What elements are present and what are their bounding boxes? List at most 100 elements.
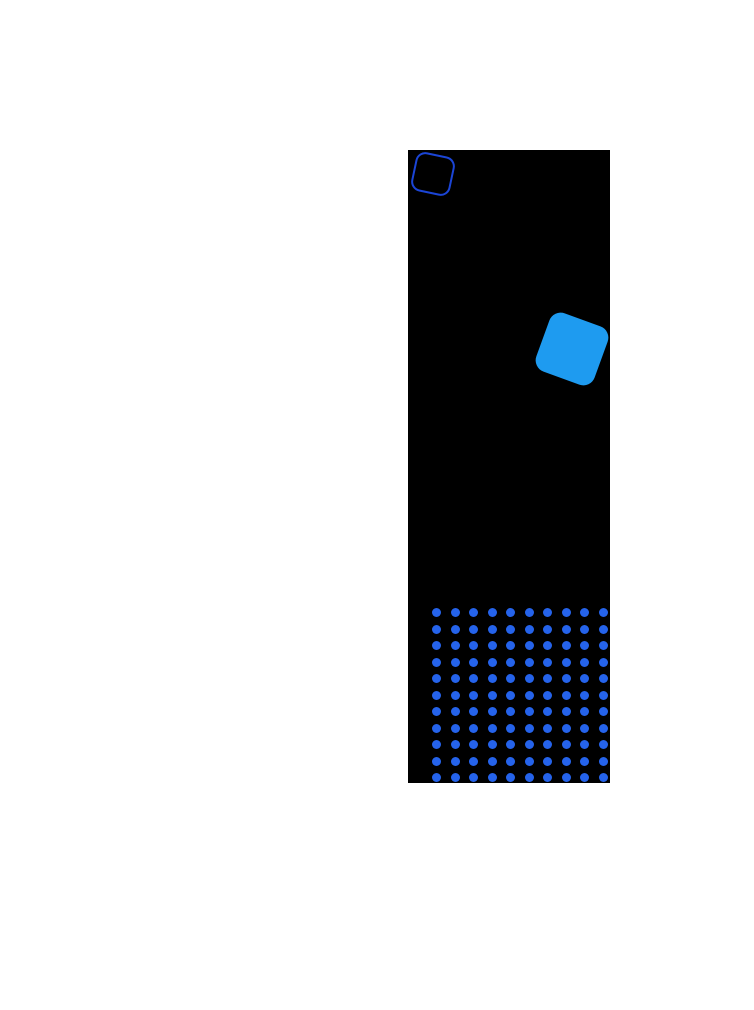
dot bbox=[506, 674, 515, 683]
dot bbox=[561, 608, 571, 617]
dot bbox=[543, 624, 552, 634]
dot bbox=[450, 740, 460, 749]
dot bbox=[598, 624, 608, 634]
dot bbox=[598, 723, 608, 733]
dot bbox=[450, 690, 460, 700]
dot bbox=[432, 657, 441, 667]
dot bbox=[580, 624, 589, 634]
dot bbox=[450, 723, 460, 733]
dot bbox=[598, 641, 608, 650]
dot bbox=[506, 624, 515, 634]
dot bbox=[506, 608, 515, 617]
dot bbox=[524, 773, 534, 782]
dot bbox=[450, 657, 460, 667]
dot bbox=[598, 608, 608, 617]
dot bbox=[524, 657, 534, 667]
dot bbox=[598, 707, 608, 716]
dot bbox=[487, 608, 497, 617]
dot bbox=[506, 707, 515, 716]
dot bbox=[487, 690, 497, 700]
dot bbox=[561, 690, 571, 700]
dot bbox=[432, 740, 441, 749]
dot bbox=[506, 723, 515, 733]
dot bbox=[432, 674, 441, 683]
dot bbox=[561, 740, 571, 749]
dot bbox=[450, 624, 460, 634]
dot bbox=[524, 707, 534, 716]
dot bbox=[469, 707, 478, 716]
dot bbox=[469, 624, 478, 634]
dot bbox=[487, 773, 497, 782]
dot bbox=[432, 756, 441, 766]
dot bbox=[561, 657, 571, 667]
dot bbox=[524, 641, 534, 650]
dot bbox=[469, 641, 478, 650]
dot bbox=[432, 608, 441, 617]
hero-graphic-panel bbox=[408, 150, 610, 783]
dot bbox=[432, 641, 441, 650]
dot bbox=[543, 723, 552, 733]
dot bbox=[524, 690, 534, 700]
dot bbox=[524, 608, 534, 617]
dot bbox=[487, 740, 497, 749]
dot bbox=[487, 641, 497, 650]
dot bbox=[450, 707, 460, 716]
dot bbox=[432, 723, 441, 733]
dot bbox=[561, 707, 571, 716]
dot bbox=[561, 773, 571, 782]
dot bbox=[543, 657, 552, 667]
dot bbox=[580, 707, 589, 716]
dot bbox=[561, 624, 571, 634]
dot bbox=[543, 641, 552, 650]
dot bbox=[524, 624, 534, 634]
dot bbox=[524, 756, 534, 766]
dot bbox=[469, 756, 478, 766]
dot bbox=[450, 641, 460, 650]
dot bbox=[469, 740, 478, 749]
dot bbox=[598, 756, 608, 766]
dot bbox=[469, 674, 478, 683]
filled-square-decoration bbox=[532, 309, 610, 389]
dot bbox=[432, 690, 441, 700]
dot bbox=[469, 723, 478, 733]
outlined-square-decoration bbox=[409, 150, 457, 198]
dot bbox=[580, 608, 589, 617]
dot bbox=[469, 690, 478, 700]
dot bbox=[469, 657, 478, 667]
dot bbox=[561, 756, 571, 766]
dot bbox=[487, 707, 497, 716]
dot bbox=[543, 690, 552, 700]
dot bbox=[561, 641, 571, 650]
dot bbox=[506, 657, 515, 667]
dot bbox=[450, 756, 460, 766]
dot bbox=[561, 723, 571, 733]
dot bbox=[543, 674, 552, 683]
dot bbox=[487, 624, 497, 634]
dot bbox=[561, 674, 571, 683]
dot bbox=[432, 624, 441, 634]
dot bbox=[432, 707, 441, 716]
dot bbox=[469, 773, 478, 782]
dot bbox=[580, 723, 589, 733]
dot bbox=[598, 740, 608, 749]
dot bbox=[580, 657, 589, 667]
dot bbox=[543, 608, 552, 617]
dot bbox=[506, 740, 515, 749]
dot bbox=[506, 641, 515, 650]
dot bbox=[506, 690, 515, 700]
dot bbox=[524, 740, 534, 749]
dot bbox=[598, 690, 608, 700]
dot bbox=[580, 690, 589, 700]
dot bbox=[524, 674, 534, 683]
dot bbox=[580, 674, 589, 683]
dot bbox=[598, 657, 608, 667]
dot bbox=[432, 773, 441, 782]
dot bbox=[580, 740, 589, 749]
dot bbox=[450, 608, 460, 617]
dot bbox=[598, 773, 608, 782]
dot bbox=[469, 608, 478, 617]
dot bbox=[450, 674, 460, 683]
dot bbox=[506, 756, 515, 766]
dot bbox=[487, 657, 497, 667]
dot bbox=[543, 707, 552, 716]
